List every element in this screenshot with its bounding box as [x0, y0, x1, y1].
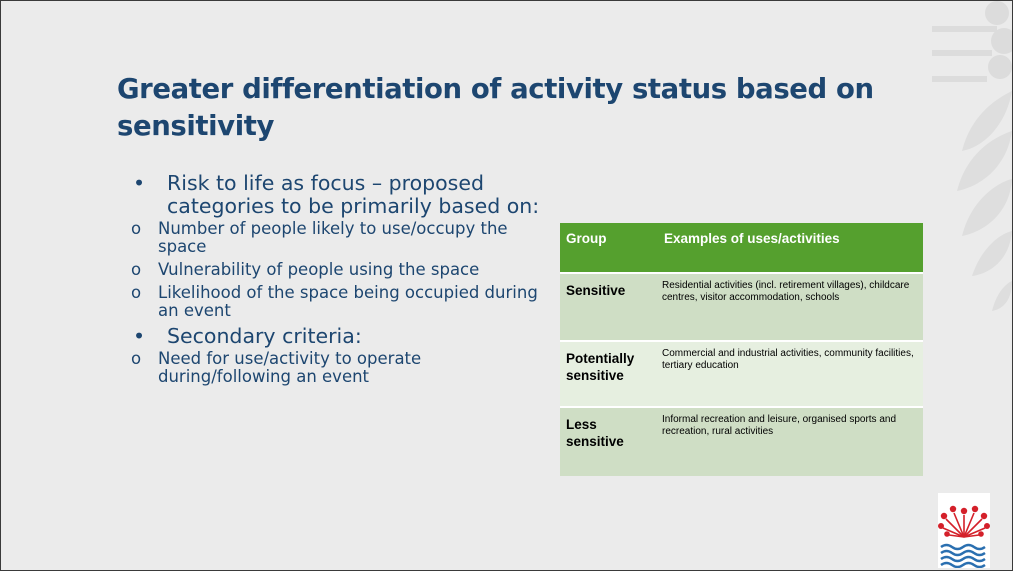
sub-bullet-text: Likelihood of the space being occupied d… [158, 283, 538, 320]
examples-cell: Informal recreation and leisure, organis… [658, 406, 923, 476]
examples-cell: Commercial and industrial activities, co… [658, 340, 923, 407]
table-row: Less sensitive Informal recreation and l… [560, 406, 923, 476]
sub-bullet-item: o Need for use/activity to operate during… [131, 350, 551, 386]
table-row: Sensitive Residential activities (incl. … [560, 272, 923, 341]
sub-bullet-marker: o [131, 283, 142, 302]
bullet-item: • Risk to life as focus – proposed categ… [131, 172, 551, 218]
sub-bullet-text: Vulnerability of people using the space [158, 260, 480, 279]
sub-bullet-item: o Number of people likely to use/occupy t… [131, 220, 551, 256]
bullet-text: Risk to life as focus – proposed categor… [167, 171, 540, 218]
group-cell: Sensitive [560, 272, 658, 341]
column-header-examples: Examples of uses/activities [658, 223, 923, 273]
bullet-marker: • [133, 171, 146, 195]
bullet-item: • Secondary criteria: [131, 325, 551, 348]
bullet-text: Secondary criteria: [167, 324, 362, 348]
pohutukawa-logo-icon [938, 505, 990, 569]
sub-bullet-text: Number of people likely to use/occupy th… [158, 219, 508, 256]
sub-bullet-marker: o [131, 349, 142, 368]
sub-bullet-list: o Need for use/activity to operate during… [131, 350, 551, 386]
sub-bullet-text: Need for use/activity to operate during/… [158, 349, 422, 386]
leaf-pattern-decoration [932, 1, 1012, 311]
council-logo [938, 493, 990, 569]
column-header-group: Group [560, 223, 658, 273]
sensitivity-table: Group Examples of uses/activities Sensit… [560, 223, 923, 476]
sub-bullet-marker: o [131, 260, 142, 279]
table-header-row: Group Examples of uses/activities [560, 223, 923, 273]
bullet-marker: • [133, 324, 146, 348]
bullet-list: • Risk to life as focus – proposed categ… [131, 172, 551, 391]
sub-bullet-item: o Vulnerability of people using the space [131, 261, 551, 279]
sub-bullet-marker: o [131, 219, 142, 238]
sub-bullet-item: o Likelihood of the space being occupied … [131, 284, 551, 320]
group-cell: Less sensitive [560, 406, 658, 476]
group-cell: Potentially sensitive [560, 340, 658, 407]
table-row: Potentially sensitive Commercial and ind… [560, 340, 923, 407]
examples-cell: Residential activities (incl. retirement… [658, 272, 923, 341]
slide-title: Greater differentiation of activity stat… [117, 73, 874, 142]
sub-bullet-list: o Number of people likely to use/occupy t… [131, 220, 551, 320]
